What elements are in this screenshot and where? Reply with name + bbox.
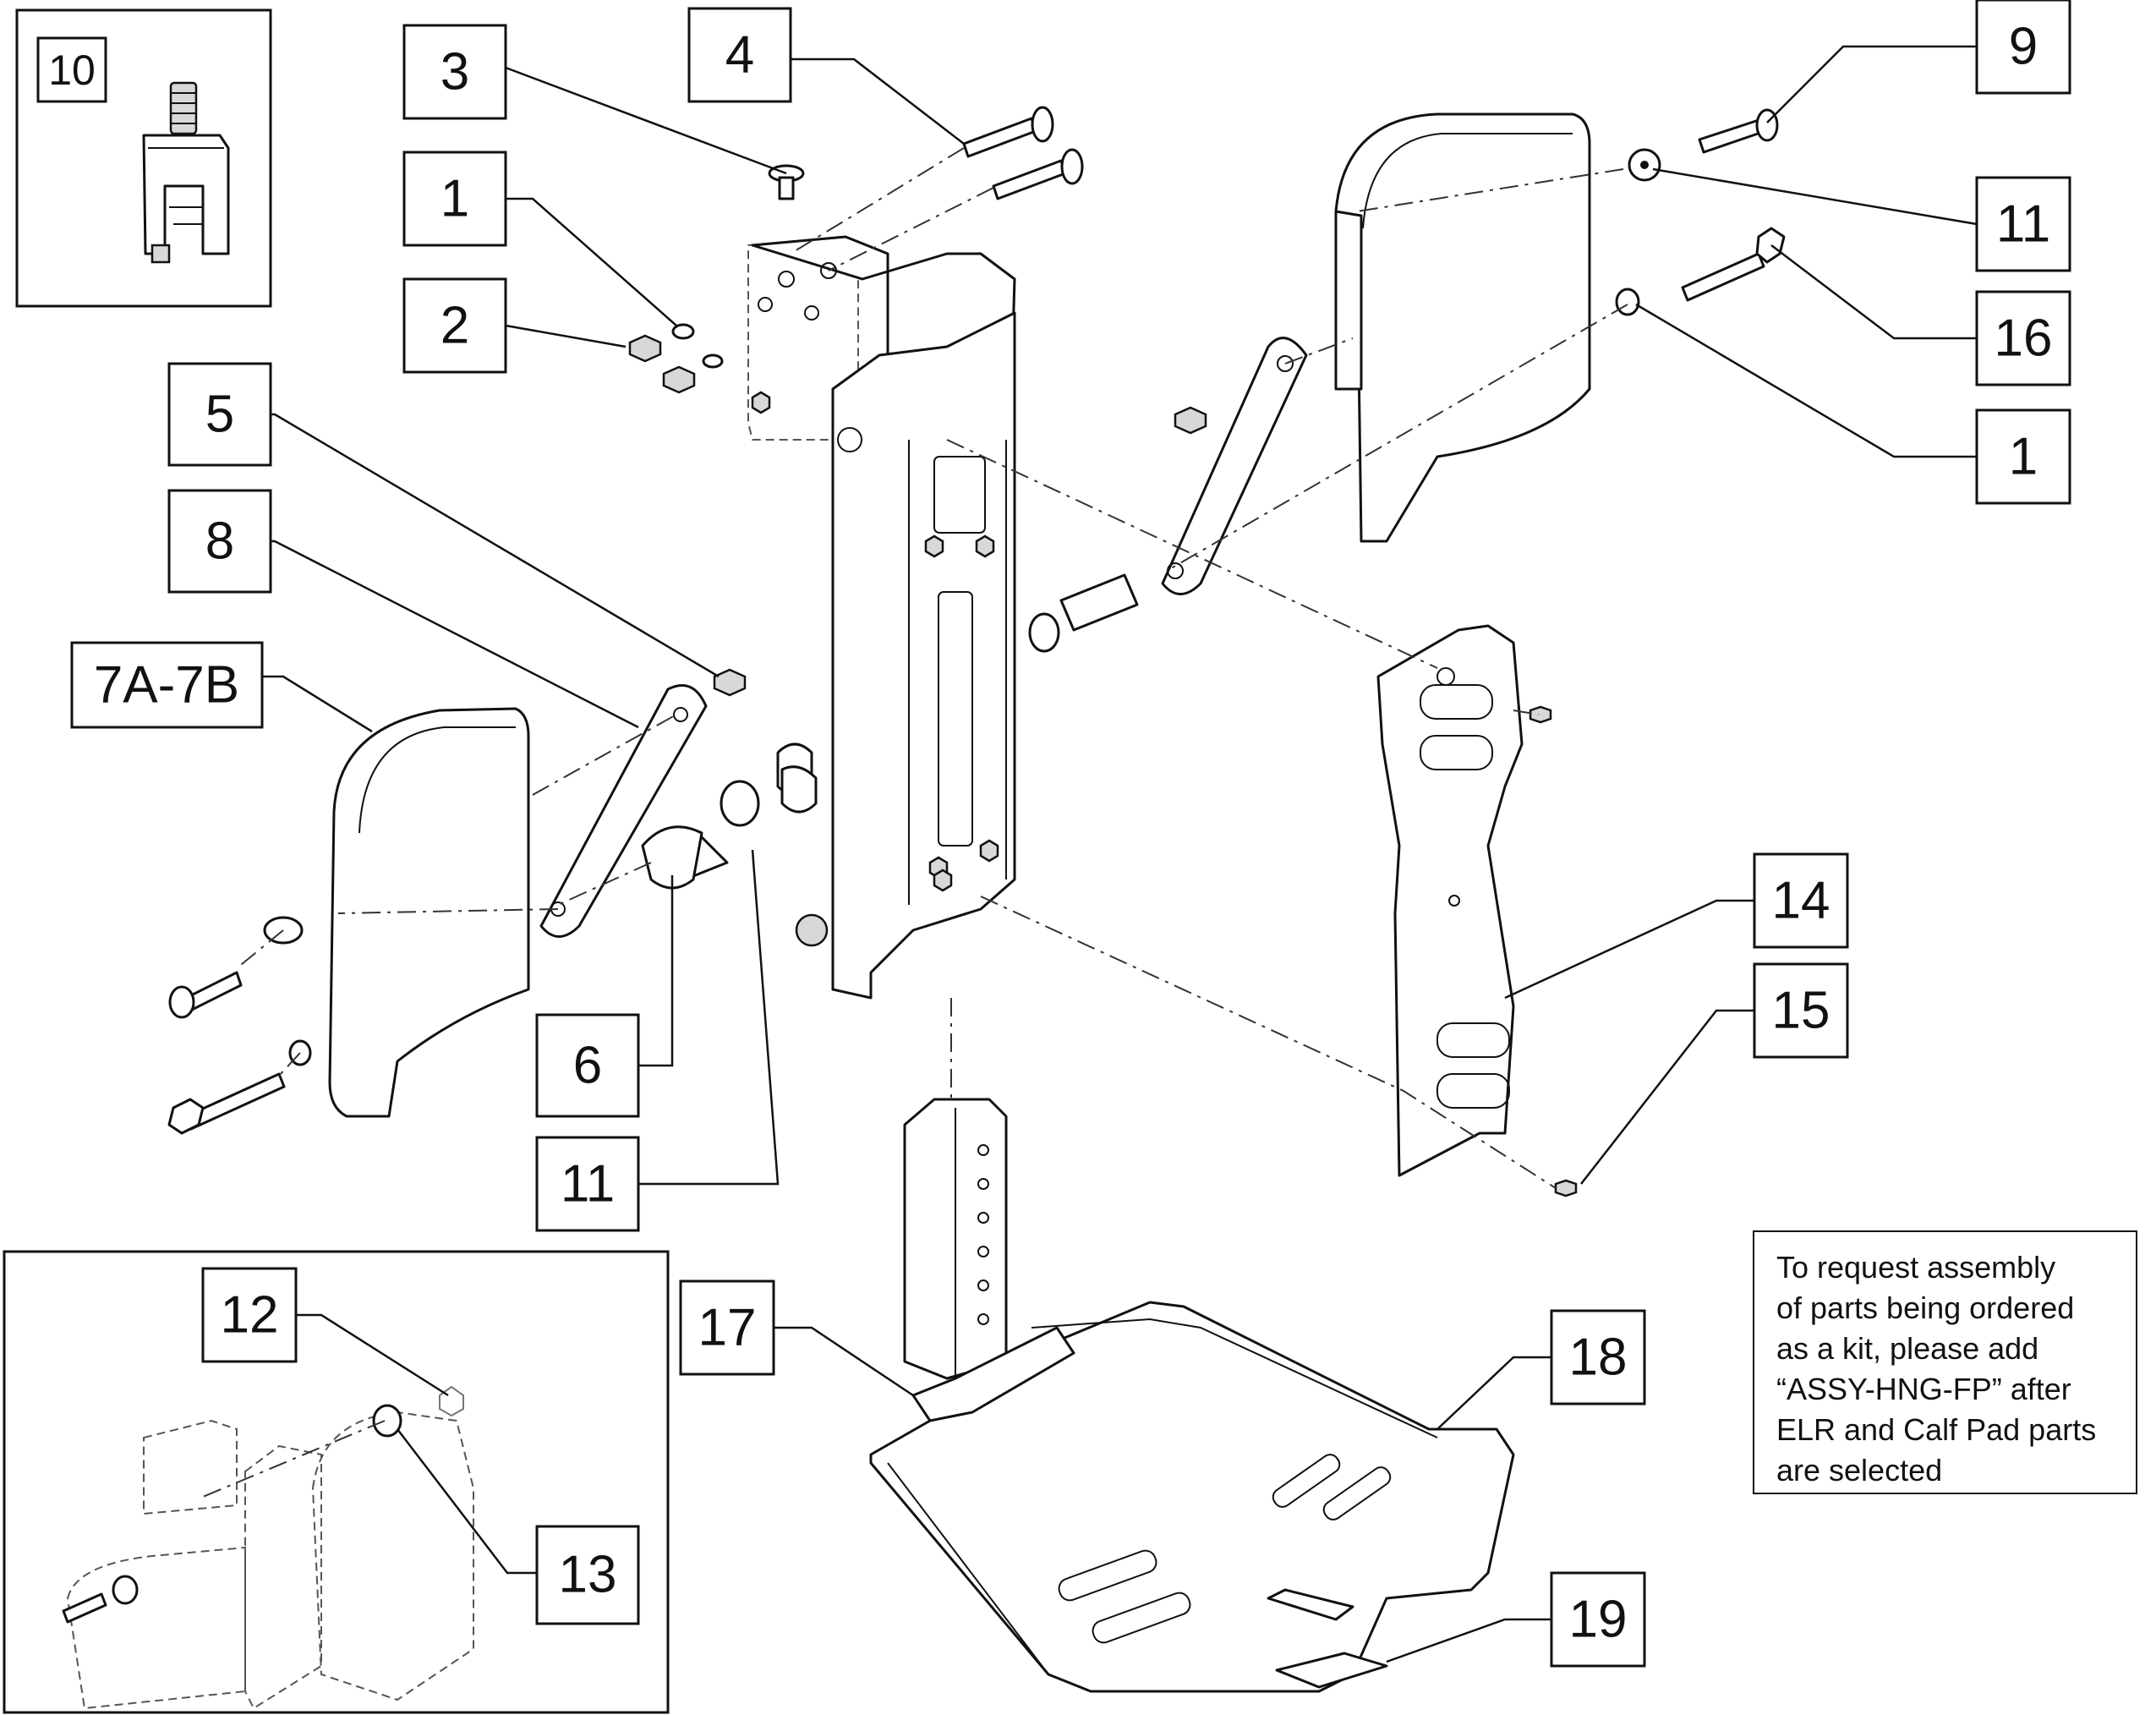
svg-text:1: 1 [441, 170, 469, 228]
part-4-bolts [962, 106, 1084, 200]
alternate-mount-ghost-assembly [62, 1385, 474, 1710]
callout-2: 2 [402, 277, 507, 374]
left-spacer-washer [641, 765, 818, 890]
svg-text:1: 1 [2009, 428, 2038, 486]
callout-19: 19 [1550, 1571, 1646, 1668]
main-hanger-bracket [747, 235, 1016, 1000]
right-spacer [1028, 573, 1139, 653]
callout-16: 16 [1975, 290, 2071, 386]
note-line: “ASSY-HNG-FP” after [1776, 1372, 2071, 1406]
footplate [869, 1301, 1515, 1693]
right-hardware [1615, 108, 1786, 316]
svg-text:5: 5 [205, 386, 234, 444]
callout-14: 14 [1753, 852, 1849, 949]
svg-text:16: 16 [1995, 310, 2053, 368]
callout-7A-7B: 7A-7B [70, 641, 264, 729]
svg-text:15: 15 [1772, 982, 1830, 1040]
svg-text:18: 18 [1569, 1329, 1628, 1387]
svg-text:8: 8 [205, 512, 234, 571]
part-10-clamp-illustration [142, 81, 230, 264]
callout-17: 17 [679, 1279, 775, 1376]
left-swing-link [539, 668, 747, 938]
assembly-center-lines [202, 147, 1628, 1498]
assembly-note: To request assembly of parts being order… [1753, 1230, 2137, 1494]
left-hardware [167, 916, 312, 1135]
svg-text:10: 10 [48, 47, 96, 94]
left-calf-pad [328, 707, 530, 1118]
svg-text:17: 17 [698, 1299, 757, 1357]
svg-text:4: 4 [725, 26, 754, 85]
callout-11-bottom: 11 [535, 1136, 640, 1232]
note-line: of parts being ordered [1776, 1290, 2075, 1325]
svg-text:13: 13 [559, 1546, 617, 1604]
part-1-2-nuts-washers-top [628, 323, 724, 394]
svg-text:2: 2 [441, 297, 469, 355]
note-line: as a kit, please add [1776, 1331, 2039, 1366]
svg-text:12: 12 [221, 1286, 279, 1345]
callout-4: 4 [687, 7, 792, 103]
inset-frame-alternate-mount [3, 1250, 670, 1714]
svg-text:3: 3 [441, 43, 469, 101]
right-calf-pad [1334, 112, 1591, 543]
note-line: ELR and Calf Pad parts [1776, 1412, 2097, 1447]
callout-3: 3 [402, 24, 507, 120]
svg-text:14: 14 [1772, 872, 1830, 930]
callout-10: 10 [36, 36, 107, 103]
inset-frame-part-10 [15, 8, 272, 308]
svg-text:6: 6 [573, 1037, 602, 1095]
callout-1-right: 1 [1975, 408, 2071, 505]
footplate-upright-tube [903, 1098, 1008, 1380]
callout-13: 13 [535, 1525, 640, 1625]
callout-18: 18 [1550, 1309, 1646, 1405]
right-swing-link [1161, 337, 1308, 595]
callout-15: 15 [1753, 962, 1849, 1059]
note-line: To request assembly [1776, 1250, 2056, 1285]
svg-text:7A-7B: 7A-7B [94, 656, 239, 715]
callout-1-top: 1 [402, 151, 507, 247]
callout-8: 8 [167, 489, 272, 594]
part-3-screw [768, 164, 805, 200]
callout-5: 5 [167, 362, 272, 467]
svg-text:11: 11 [1996, 195, 2050, 254]
callout-6: 6 [535, 1013, 640, 1118]
part-14-plate [1376, 624, 1578, 1197]
callout-11-right: 11 [1975, 176, 2071, 272]
svg-text:19: 19 [1569, 1591, 1628, 1649]
svg-text:11: 11 [561, 1155, 615, 1214]
svg-text:9: 9 [2009, 18, 2038, 76]
callout-9: 9 [1975, 0, 2071, 95]
note-line: are selected [1776, 1453, 1943, 1488]
callout-12: 12 [201, 1267, 298, 1363]
